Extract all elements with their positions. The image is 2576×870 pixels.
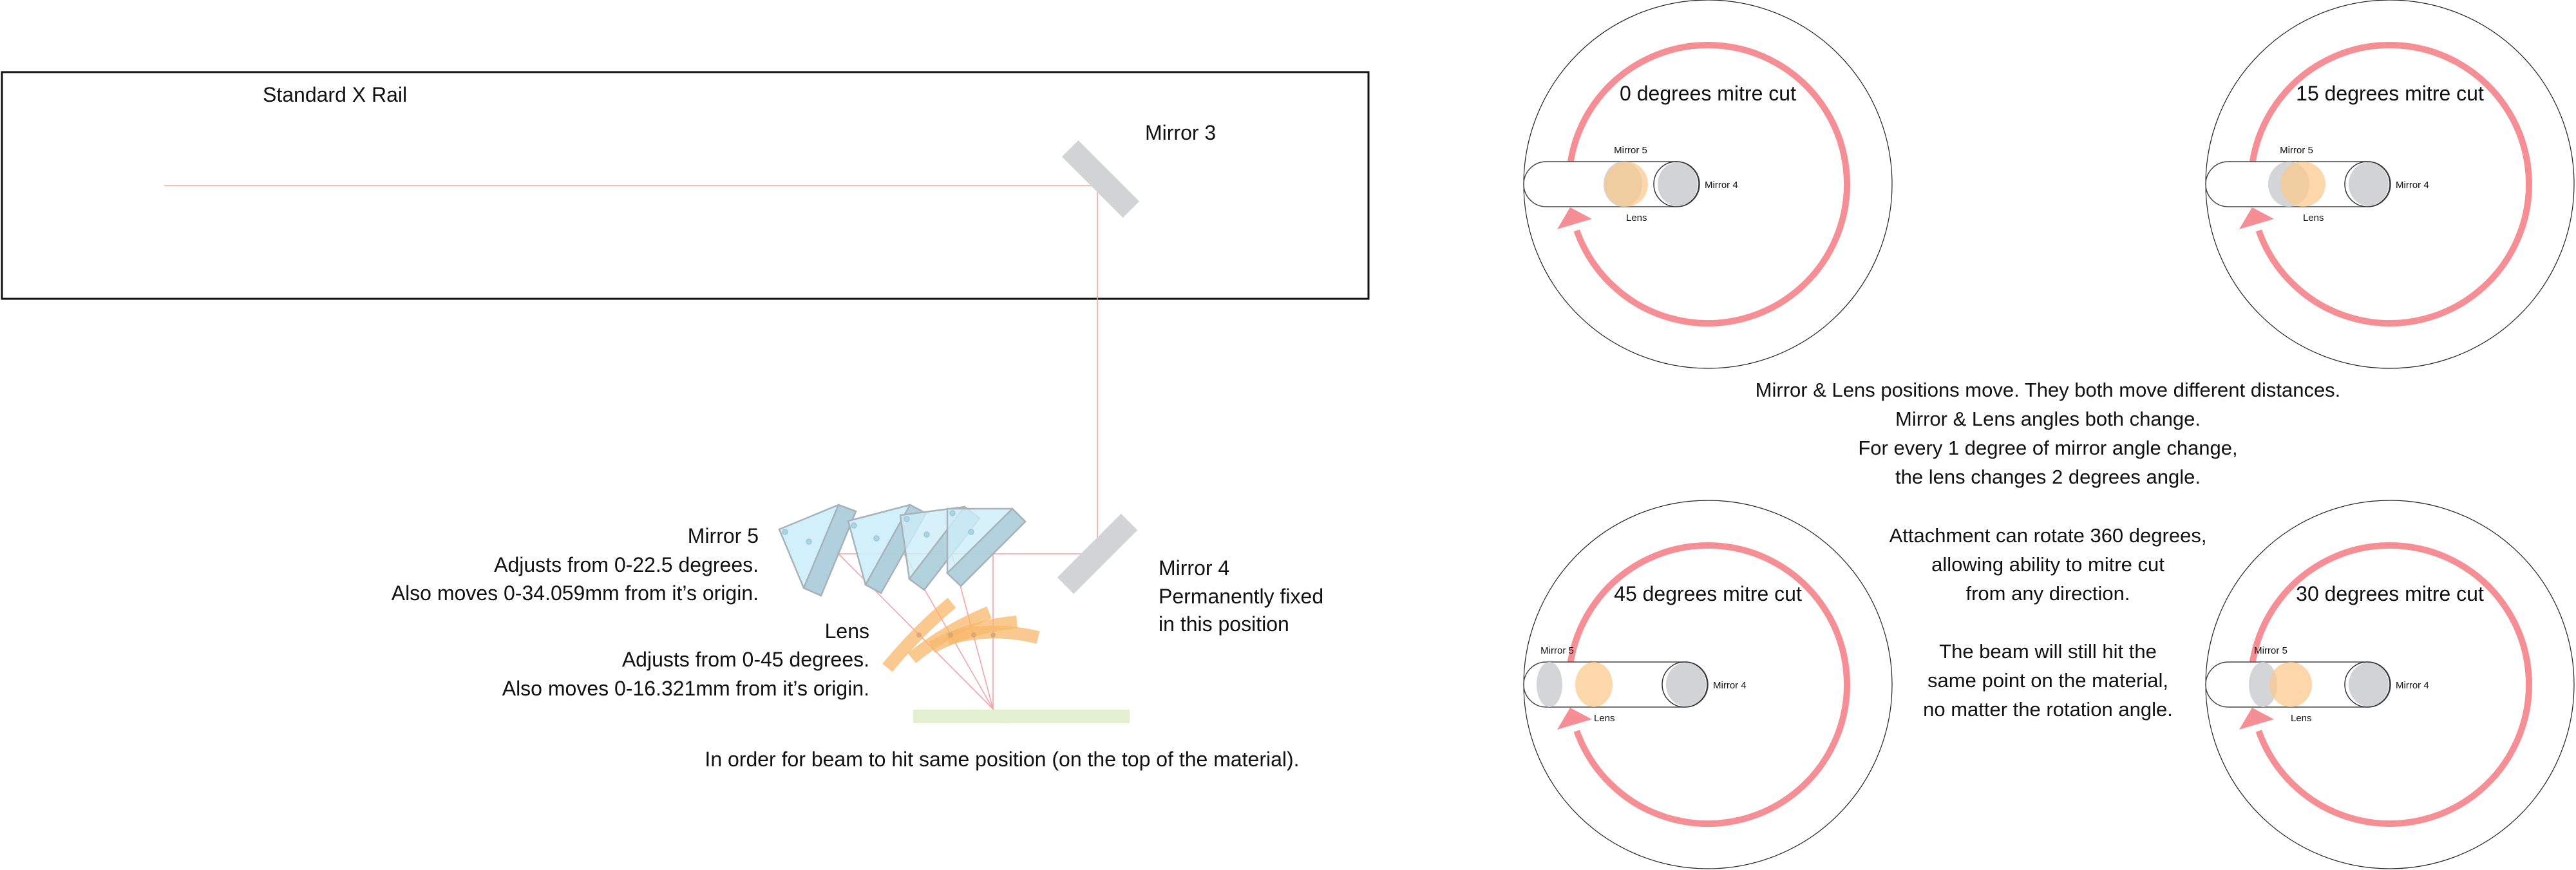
lens-marker [2280,162,2325,207]
note-line: no matter the rotation angle. [1923,698,2173,721]
mirror4-label: Mirror 4 [2396,680,2429,691]
rotation-arrow-head-icon [1557,708,1592,730]
mirror5-marker [1537,662,1562,707]
lens-label: Lens [2303,213,2324,223]
mirror5-position-1 [778,504,857,597]
notes-block-3: The beam will still hit the same point o… [1923,640,2173,721]
mirror5-angle-range: Adjusts from 0-22.5 degrees. [494,553,759,576]
lens-marker [1575,662,1613,707]
lens-angle-range: Adjusts from 0-45 degrees. [622,648,869,671]
mirror5-label: Mirror 5 [1540,645,1574,656]
mitre-view-title: 0 degrees mitre cut [1620,82,1796,105]
rotation-arrow-head-icon [1557,207,1592,229]
mirror4-marker [1666,663,1706,706]
mirror5-position-4 [946,507,1027,587]
mirror4-title: Mirror 4 [1159,556,1229,580]
lens-pivot-dots [916,632,996,638]
mirror4-marker [2349,162,2389,206]
lens-title: Lens [825,619,869,643]
mitre-view-title: 30 degrees mitre cut [2296,582,2484,605]
mirror3 [1061,140,1140,218]
note-line: same point on the material, [1927,669,2168,692]
rotation-arrow-arc [1567,542,1850,827]
mirror4-label: Mirror 4 [1713,680,1747,691]
mirror5-travel: Also moves 0-34.059mm from it’s origin. [392,582,759,605]
diagram-caption: In order for beam to hit same position (… [705,748,1299,771]
lens-label: Lens [1594,713,1615,724]
mirror5-marker [2249,662,2277,707]
notes-block-1: Mirror & Lens positions move. They both … [1756,379,2341,488]
lens-description: Lens Adjusts from 0-45 degrees. Also mov… [502,619,869,700]
x-rail [1,71,1370,300]
rotation-arrow-head-icon [2239,207,2274,229]
lens-marker [2269,662,2312,707]
mirror4-marker [2349,663,2389,706]
lens-label: Lens [1626,213,1647,223]
mirror4-description: Mirror 4 Permanently fixed in this posit… [1159,556,1323,636]
rotation-arrow-arc [2249,42,2532,326]
rotation-arrow-arc [2249,542,2532,827]
mirror5-description: Mirror 5 Adjusts from 0-22.5 degrees. Al… [392,524,759,605]
mirror3-label: Mirror 3 [1145,121,1216,144]
note-line: the lens changes 2 degrees angle. [1895,466,2201,488]
mitre-view-title: 15 degrees mitre cut [2296,82,2484,105]
lens-label: Lens [2291,713,2312,724]
note-line: Attachment can rotate 360 degrees, [1889,524,2207,547]
rotation-arrow-head-icon [2239,708,2274,730]
rail-label: Standard X Rail [263,83,407,106]
notes-block-2: Attachment can rotate 360 degrees, allow… [1889,524,2207,605]
note-line: The beam will still hit the [1939,640,2157,663]
lens-marker [1604,162,1648,207]
mirror5-title: Mirror 5 [688,524,759,547]
lens-positions [882,598,1040,672]
material [913,710,1130,723]
mirror4-marker [1658,162,1698,206]
mirror5-label: Mirror 5 [2280,145,2313,156]
mirror5-positions [778,504,1027,597]
mirror5-label: Mirror 5 [1614,145,1647,156]
mirror4-label: Mirror 4 [2396,180,2429,191]
mirror4-note-2: in this position [1159,612,1289,636]
mirror4-note-1: Permanently fixed [1159,585,1323,608]
mirror5-label: Mirror 5 [2254,645,2287,656]
mitre-view-title: 45 degrees mitre cut [1614,582,1802,605]
rotation-arrow-arc [1567,42,1850,326]
note-line: For every 1 degree of mirror angle chang… [1858,437,2237,459]
note-line: Mirror & Lens positions move. They both … [1756,379,2341,401]
mirror4 [1057,513,1138,594]
lens-travel: Also moves 0-16.321mm from it’s origin. [502,677,869,700]
note-line: allowing ability to mitre cut [1931,553,2164,576]
note-line: Mirror & Lens angles both change. [1895,408,2201,430]
mirror4-label: Mirror 4 [1705,180,1738,191]
note-line: from any direction. [1966,582,2130,605]
mirror5-pivot-dots [782,510,974,545]
lens-position-4 [945,625,1040,645]
